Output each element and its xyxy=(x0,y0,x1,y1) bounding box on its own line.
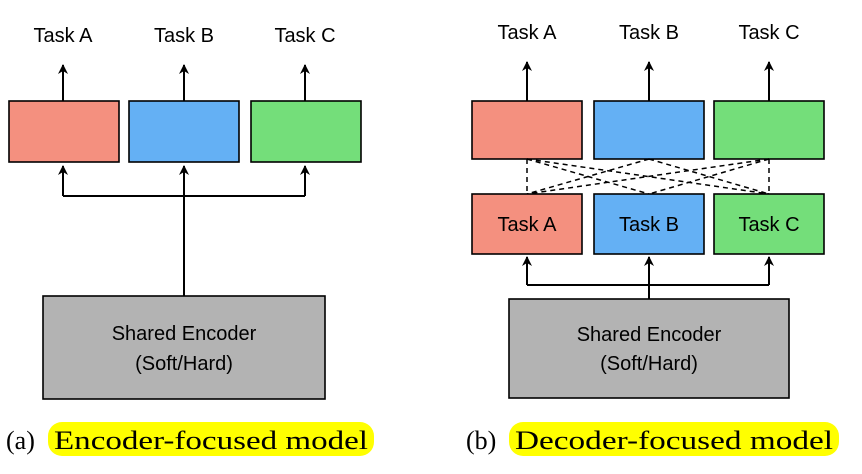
shared-encoder-box xyxy=(42,295,326,400)
task-c-label: Task C xyxy=(738,22,799,44)
caption-highlight-a xyxy=(48,422,374,456)
output-box-b xyxy=(593,100,705,160)
encoder-focused-panel: Task A Task B Task C Shared Encoder (Sof… xyxy=(6,25,374,456)
decoder-focused-panel: Task A Task B Task C Task A Task B Task … xyxy=(466,22,839,456)
shared-encoder-subtitle: (Soft/Hard) xyxy=(135,353,233,375)
decoder-box-b xyxy=(128,100,240,163)
shared-encoder-subtitle: (Soft/Hard) xyxy=(600,353,698,375)
cross-task-dashed-links xyxy=(526,158,770,195)
caption-prefix-b: (b) xyxy=(466,426,496,455)
task-prediction-label-c: Task C xyxy=(738,214,799,236)
output-box-a xyxy=(471,100,583,160)
task-prediction-box-b xyxy=(593,193,705,255)
task-a-label: Task A xyxy=(498,22,558,44)
caption-prefix-a: (a) xyxy=(6,426,35,455)
task-prediction-box-c xyxy=(713,193,825,255)
caption-title-b: Decoder-focused model xyxy=(515,426,833,455)
task-b-label: Task B xyxy=(619,22,679,44)
task-c-label: Task C xyxy=(274,25,335,47)
shared-encoder-box xyxy=(508,298,790,399)
task-prediction-label-a: Task A xyxy=(498,214,558,236)
task-b-label: Task B xyxy=(154,25,214,47)
caption-title-a: Encoder-focused model xyxy=(54,426,368,455)
shared-encoder-title: Shared Encoder xyxy=(112,323,257,345)
task-prediction-box-a xyxy=(471,193,583,255)
shared-encoder-title: Shared Encoder xyxy=(577,324,722,346)
task-a-label: Task A xyxy=(34,25,94,47)
decoder-box-a xyxy=(8,100,120,163)
caption-highlight-b xyxy=(509,422,839,456)
output-box-c xyxy=(713,100,825,160)
decoder-box-c xyxy=(250,100,362,163)
task-prediction-label-b: Task B xyxy=(619,214,679,236)
